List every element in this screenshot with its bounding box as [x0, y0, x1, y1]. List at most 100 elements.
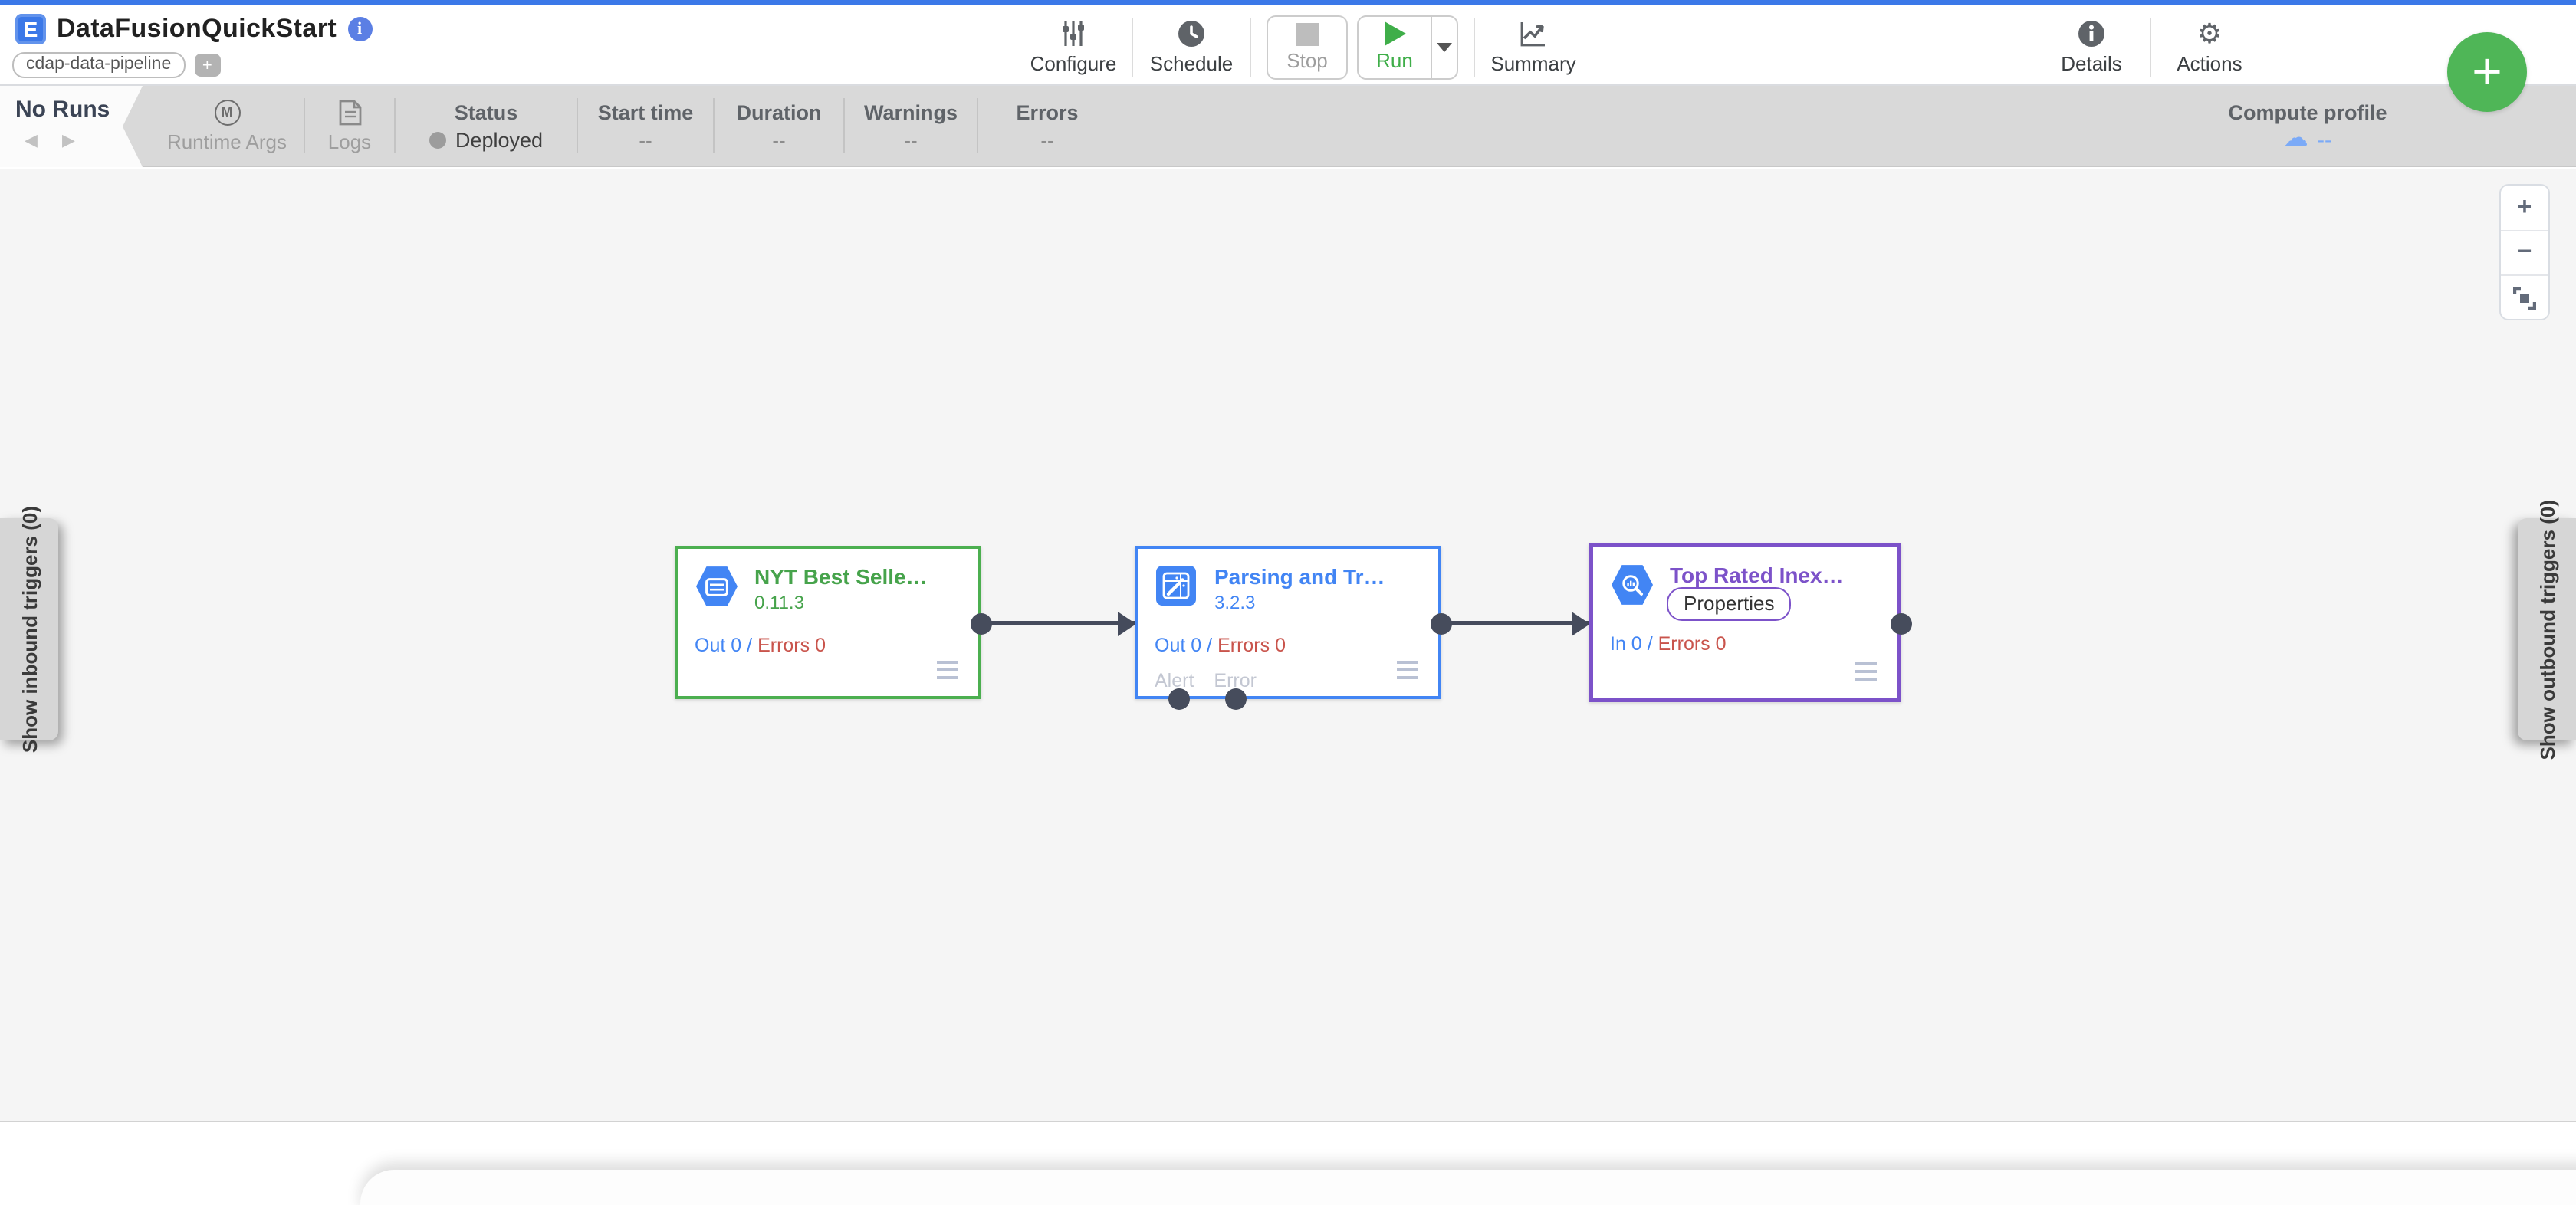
bigquery-magnifier-icon [1612, 565, 1653, 605]
database-hexagon-icon [696, 566, 738, 606]
info-filled-icon [2078, 20, 2104, 46]
alert-port[interactable] [1168, 688, 1190, 710]
sliders-icon [1063, 21, 1084, 45]
pipeline-info-icon[interactable]: i [347, 17, 373, 41]
add-tag-button[interactable]: + [194, 54, 221, 77]
errors-value: -- [1040, 128, 1054, 151]
outbound-triggers-label: Show outbound triggers (0) [2535, 499, 2558, 760]
error-port[interactable] [1225, 688, 1247, 710]
run-carousel: ◀ ▶ [25, 130, 75, 150]
add-pipeline-fab[interactable]: + [2447, 32, 2527, 112]
pipeline-tag[interactable]: cdap-data-pipeline [12, 52, 186, 78]
toolbar-divider [1132, 18, 1133, 76]
node-menu-button[interactable] [1397, 660, 1418, 679]
runtime-args-button[interactable]: M Runtime Args [150, 99, 304, 153]
run-button-group: Run [1357, 15, 1458, 79]
compute-profile-label: Compute profile [2228, 100, 2387, 123]
connection-line [1441, 621, 1589, 625]
summary-button[interactable]: Summary [1478, 19, 1589, 74]
node-metrics[interactable]: Out 0 / Errors 0 [1155, 635, 1286, 656]
pipeline-title: DataFusionQuickStart [57, 14, 337, 43]
toolbar-divider [2150, 18, 2151, 76]
properties-button[interactable]: Properties [1667, 587, 1792, 621]
fit-to-screen-button[interactable] [2501, 274, 2548, 319]
node-version: 0.11.3 [754, 592, 804, 613]
zoom-in-button[interactable]: + [2517, 194, 2532, 220]
warnings-label: Warnings [863, 100, 958, 123]
port-labels: Alert Error [1155, 670, 1257, 691]
line-chart-icon [1520, 21, 1545, 46]
node-nyt-best-sellers[interactable]: NYT Best Selle… 0.11.3 Out 0 / Errors 0 [675, 546, 981, 699]
alert-port-label: Alert [1155, 670, 1194, 691]
brand: E DataFusionQuickStart i [15, 14, 373, 44]
status-value: Deployed [455, 128, 544, 151]
run-button[interactable]: Run [1359, 16, 1431, 77]
run-controls: Stop Run [1267, 15, 1458, 79]
status-dot-icon [429, 131, 446, 148]
output-port[interactable] [1431, 612, 1452, 634]
run-status-bar: No Runs ◀ ▶ M Runtime Args Logs [0, 86, 2576, 167]
logs-button[interactable]: Logs [305, 99, 394, 153]
node-menu-button[interactable] [937, 660, 958, 679]
stop-button[interactable]: Stop [1267, 15, 1348, 79]
warnings-column: Warnings -- [845, 100, 977, 151]
start-time-value: -- [639, 128, 652, 151]
status-label: Status [454, 100, 518, 123]
no-runs-label: No Runs [15, 97, 110, 123]
tag-row: cdap-data-pipeline + [12, 52, 221, 78]
fit-to-screen-icon [2513, 286, 2536, 309]
schedule-button[interactable]: Schedule [1136, 19, 1247, 74]
run-bar-divider [304, 98, 305, 153]
out-count: Out 0 [695, 635, 742, 656]
details-button[interactable]: Details [2036, 19, 2147, 74]
previous-run-arrow[interactable]: ◀ [25, 132, 38, 150]
outbound-triggers-tab[interactable]: Show outbound triggers (0) [2518, 499, 2576, 760]
connection-line [981, 621, 1135, 625]
macro-icon: M [214, 99, 240, 125]
configure-button[interactable]: Configure [1018, 19, 1129, 74]
run-bar-divider [577, 98, 578, 153]
wrangler-wand-icon [1156, 566, 1198, 607]
right-toolbar: Details ⚙ Actions [2036, 5, 2265, 89]
output-port[interactable] [1891, 612, 1912, 634]
node-menu-button[interactable] [1855, 662, 1877, 681]
node-top-rated-sink[interactable]: Top Rated Inex… Properties In 0 / Errors… [1589, 543, 1901, 702]
inbound-triggers-label: Show inbound triggers (0) [18, 505, 41, 754]
start-time-label: Start time [597, 100, 694, 123]
document-icon [338, 99, 361, 125]
stop-icon [1296, 22, 1319, 45]
inbound-triggers-tab[interactable]: Show inbound triggers (0) [0, 506, 58, 753]
compute-profile-block[interactable]: Compute profile ☁ -- [2208, 86, 2407, 166]
node-parsing-transform[interactable]: Parsing and Tr… 3.2.3 Out 0 / Errors 0 A… [1135, 546, 1441, 699]
node-metrics[interactable]: Out 0 / Errors 0 [695, 635, 826, 656]
summary-label: Summary [1490, 51, 1576, 74]
node-title: NYT Best Selle… [754, 564, 928, 589]
run-bar-divider [843, 98, 845, 153]
duration-value: -- [772, 128, 786, 151]
schedule-label: Schedule [1149, 51, 1234, 74]
node-title: Top Rated Inex… [1670, 563, 1844, 587]
top-bar: E DataFusionQuickStart i cdap-data-pipel… [0, 0, 2576, 86]
chevron-down-icon [1437, 42, 1452, 51]
errors-label: Errors [1016, 100, 1079, 123]
actions-button[interactable]: ⚙ Actions [2154, 19, 2265, 74]
compute-profile-value: -- [2317, 126, 2332, 151]
metrics-separator: / [1647, 633, 1653, 655]
next-run-arrow[interactable]: ▶ [61, 132, 75, 150]
node-metrics[interactable]: In 0 / Errors 0 [1610, 633, 1727, 655]
logs-label: Logs [327, 130, 372, 153]
pipeline-canvas[interactable]: + − Show inbound triggers (0) Show outbo… [0, 169, 2576, 1121]
run-label: Run [1376, 49, 1413, 72]
run-bar-items: M Runtime Args Logs Status Deployed [150, 86, 1116, 166]
zoom-out-button[interactable]: − [2501, 230, 2548, 274]
error-port-label: Error [1214, 670, 1257, 691]
toolbar-divider [1250, 18, 1251, 76]
details-label: Details [2061, 51, 2122, 74]
out-count: Out 0 [1155, 635, 1202, 656]
node-version: 3.2.3 [1214, 592, 1256, 613]
run-options-button[interactable] [1431, 16, 1457, 77]
metrics-separator: / [1207, 635, 1213, 656]
warnings-value: -- [904, 128, 918, 151]
output-port[interactable] [971, 612, 992, 634]
